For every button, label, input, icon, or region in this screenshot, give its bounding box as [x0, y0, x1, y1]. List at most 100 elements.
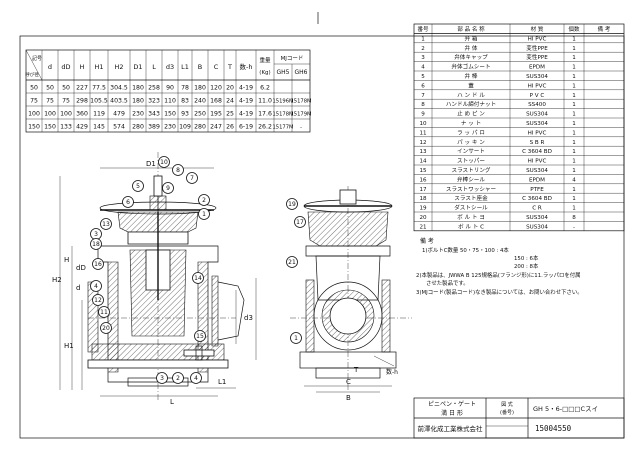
parts-cell: -	[573, 224, 575, 230]
balloon	[122, 196, 134, 208]
parts-cell: 変性PPE	[526, 44, 548, 52]
dim-cell: 150	[44, 124, 56, 131]
dim-H1: H1	[64, 342, 74, 350]
dim-cell: 180	[132, 98, 144, 105]
parts-cell: 11	[419, 130, 427, 136]
balloon	[294, 216, 306, 228]
parts-cell: ハ ン ド ル	[457, 93, 485, 99]
parts-cell: ナ ッ ト	[461, 120, 481, 127]
balloon	[158, 156, 170, 168]
dim-L: L	[170, 398, 174, 406]
parts-cell: 12	[419, 140, 426, 146]
dim-cell: 304.5	[110, 85, 128, 92]
balloon	[198, 194, 210, 206]
parts-cell: 2	[421, 46, 425, 52]
dim-header: d3	[166, 63, 174, 71]
balloon-number: 12	[94, 297, 102, 304]
dim-cell: 4-19	[239, 85, 253, 92]
parts-cell: 1	[572, 130, 576, 136]
parts-cell: パ ッ キ ン	[457, 139, 485, 146]
balloon	[100, 322, 112, 334]
parts-cell: 1	[572, 102, 576, 108]
parts-cell: 1	[572, 121, 576, 127]
parts-cell: 1	[572, 83, 576, 89]
dim-H2: H2	[52, 276, 62, 284]
parts-cell: 18	[419, 196, 427, 202]
dim-H: H	[64, 256, 69, 264]
dim-header: H1	[94, 63, 103, 71]
note-line: 3)MJコード(製品コード)なき製品については、お問い合わせ下さい。	[416, 288, 583, 296]
dim-header: C	[214, 63, 219, 71]
dim-cell: 15196M	[273, 99, 294, 105]
parts-cell: 弁 体	[465, 44, 478, 52]
parts-cell: スラストワッシャー	[446, 186, 497, 193]
parts-cell: C 3604 BD	[522, 149, 552, 155]
balloon	[172, 164, 184, 176]
dim-cell: 15177M	[273, 125, 294, 131]
weight-unit: (Kg)	[259, 70, 270, 76]
balloon-number: 17	[296, 219, 304, 226]
parts-cell: 8	[572, 215, 576, 221]
balloon-number: 3	[160, 375, 164, 382]
dim-cell: 109	[179, 124, 191, 131]
dim-header: H	[80, 63, 85, 71]
dim-cell: 75	[46, 98, 54, 105]
dim-cell: 230	[132, 111, 144, 118]
parts-cell: インサート	[457, 148, 485, 155]
parts-cell: 1	[572, 55, 576, 61]
parts-cell: SUS304	[526, 224, 548, 230]
dim-cell: 100	[44, 111, 56, 118]
balloon-number: 15	[196, 333, 204, 340]
dim-cell: 250	[194, 111, 206, 118]
parts-cell: 変性PPE	[526, 53, 548, 61]
dim-cell: 180	[194, 85, 206, 92]
parts-cell: 9	[421, 112, 425, 118]
parts-header: 部 品 名 称	[457, 25, 485, 33]
dim-L1: L1	[218, 378, 226, 386]
dim-cell: 195	[210, 111, 222, 118]
note-line: させた製品です。	[426, 279, 469, 287]
dim-cell: 323	[148, 98, 160, 105]
parts-cell: 止 め ピ ン	[457, 110, 485, 118]
parts-cell: スラストリング	[451, 166, 490, 174]
balloon	[92, 258, 104, 270]
dim-cell: 110	[164, 98, 176, 105]
dim-cell: 11.0	[258, 98, 272, 105]
dim-cell: 75	[62, 98, 70, 105]
product-name: ピニペン・ゲート	[428, 400, 476, 408]
parts-cell: 1	[572, 93, 576, 99]
dim-cell: 4-19	[239, 111, 253, 118]
dim-header: L1	[181, 63, 189, 71]
dim-cell: 26.2	[258, 124, 272, 131]
dim-cell: 389	[148, 124, 160, 131]
parts-cell: S B R	[530, 140, 545, 146]
parts-cell: 1	[572, 74, 576, 80]
dim-cell: 280	[132, 124, 144, 131]
dim-cell: 230	[164, 124, 176, 131]
balloon-number: 1	[202, 211, 206, 218]
parts-cell: スラスト座金	[454, 194, 488, 202]
dim-cell: 180	[132, 85, 144, 92]
dim-cell: 17.6	[258, 111, 272, 118]
mj-header: MJコード	[281, 55, 304, 62]
parts-cell: 蓋	[468, 81, 474, 89]
parts-cell: SUS304	[526, 74, 548, 80]
parts-cell: 1	[572, 159, 576, 165]
dim-cell: 90	[166, 85, 174, 92]
dim-cell: 50	[30, 85, 38, 92]
balloon	[192, 272, 204, 284]
dim-cell: 227	[76, 85, 88, 92]
note-line: 2)本製品は、JWWA B 125規格品(フランジ形)に11.ラッパロを付属	[416, 271, 581, 279]
svg-text:(番号): (番号)	[500, 409, 514, 416]
balloon-number: 4	[194, 375, 198, 382]
table-corner-label: 記号	[32, 55, 42, 62]
parts-cell: 1	[572, 187, 576, 193]
balloon	[162, 182, 174, 194]
balloon	[172, 372, 184, 384]
parts-cell: 1	[572, 46, 576, 52]
dim-cell: 120	[210, 85, 222, 92]
parts-cell: 弁棒シール	[457, 175, 485, 183]
dim-cell: 150	[28, 124, 40, 131]
dim-header: H2	[114, 63, 123, 71]
